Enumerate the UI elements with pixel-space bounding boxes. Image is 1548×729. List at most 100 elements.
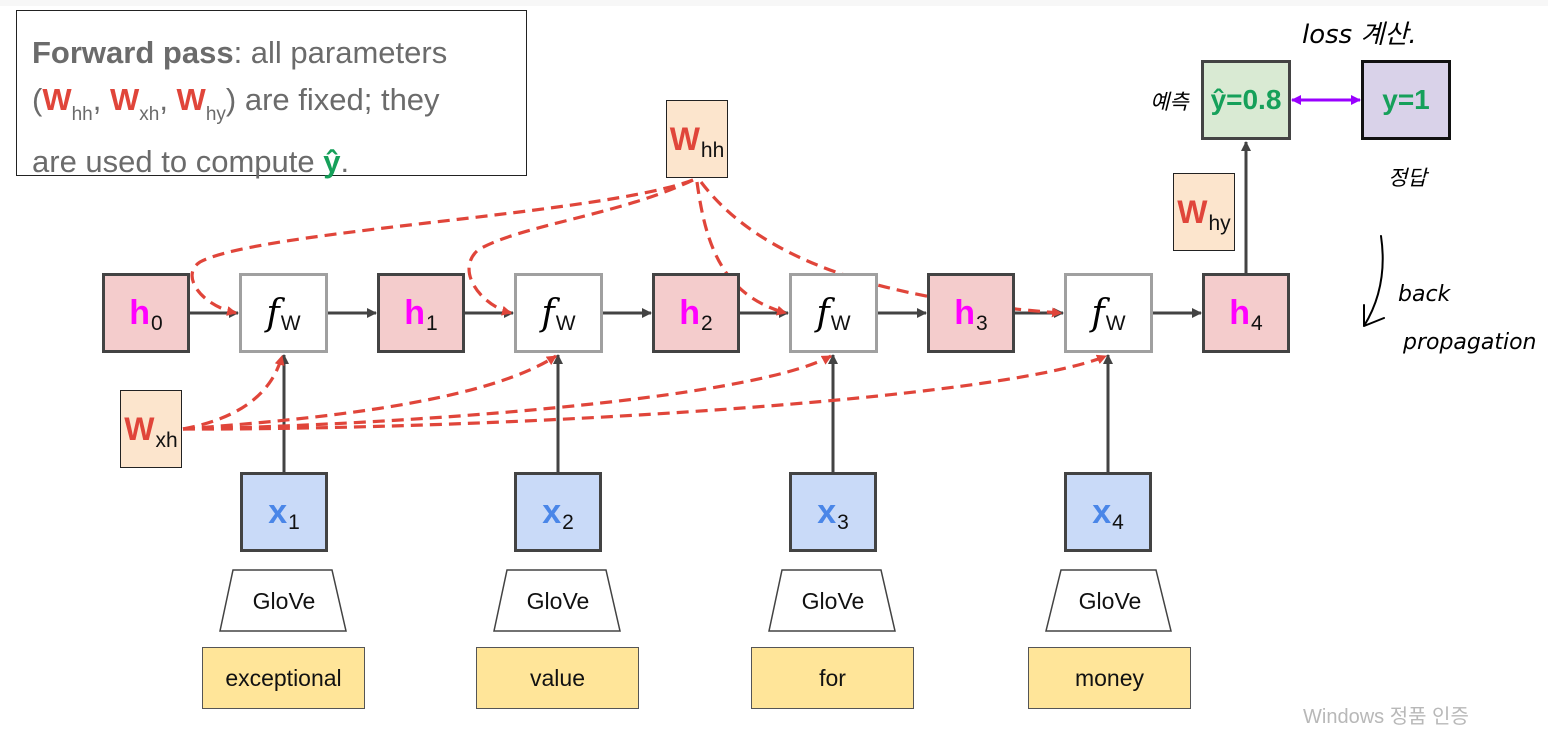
glove-label: GloVe	[801, 588, 865, 614]
glove-label: GloVe	[526, 588, 590, 614]
glove-label: GloVe	[252, 588, 316, 614]
word-token-1: exceptional	[202, 647, 365, 709]
x-label: x	[268, 492, 288, 531]
diagram-wires	[182, 95, 1385, 632]
note-paren: (	[32, 82, 43, 117]
handwritten-loss-note: loss 계산.	[1302, 20, 1417, 50]
note-line-1: Forward pass: all parameters	[32, 29, 526, 76]
glove-shape-2	[493, 569, 621, 632]
w-sub: hh	[700, 139, 725, 162]
glove-embedding-2: GloVe	[494, 570, 622, 632]
note-sep: ,	[159, 82, 177, 117]
cell-sub: W	[280, 312, 301, 335]
x-label: x	[817, 492, 837, 531]
word-token-4: money	[1028, 647, 1191, 709]
w-sub: xh	[155, 429, 178, 452]
cell-sub: W	[555, 312, 576, 335]
note-line-2: (Whh, Wxh, Why) are fixed; they	[32, 76, 526, 138]
x-sub: 2	[562, 511, 574, 534]
prediction-box: ŷ=0.8	[1201, 60, 1291, 140]
x-label: x	[1092, 492, 1112, 531]
w-sub: hy	[1208, 212, 1231, 235]
word-label: for	[819, 664, 846, 691]
w-label: W	[124, 410, 155, 447]
prediction-value: ŷ=0.8	[1210, 84, 1282, 115]
handwritten-backprop-line2: propagation	[1403, 330, 1537, 355]
backprop-arrow-icon	[1363, 235, 1385, 327]
h-label: h	[1229, 293, 1251, 332]
x-sub: 4	[1112, 511, 1124, 534]
h-sub: 1	[426, 312, 438, 335]
wxh-to-f3	[182, 354, 832, 431]
note-bold-title: Forward pass	[32, 35, 234, 70]
w-label: W	[1177, 193, 1208, 230]
whh-to-f2	[467, 178, 694, 316]
h-sub: 4	[1251, 312, 1263, 335]
note-w-hy: W	[176, 82, 206, 117]
note-line-3: are used to compute ŷ.	[32, 138, 526, 185]
note-text-2: ) are fixed; they	[225, 82, 440, 117]
x-sub: 3	[837, 511, 849, 534]
cell-sub: W	[830, 312, 851, 335]
glove-shape-4	[1045, 569, 1172, 632]
target-value: y=1	[1382, 84, 1430, 115]
top-strip	[0, 0, 1548, 6]
h-sub: 0	[151, 312, 163, 335]
word-token-3: for	[751, 647, 914, 709]
cell-label: f	[1091, 292, 1105, 334]
note-w-hh-sub: hh	[71, 104, 93, 125]
note-w-hy-sub: hy	[205, 104, 226, 125]
h-label: h	[679, 293, 701, 332]
cell-label: f	[541, 292, 555, 334]
note-period: .	[340, 144, 350, 179]
note-w-xh: W	[109, 82, 140, 117]
forward-pass-note: Forward pass: all parameters (Whh, Wxh, …	[16, 10, 527, 179]
windows-activation-watermark: Windows 정품 인증	[1303, 706, 1469, 728]
h-sub: 3	[976, 312, 988, 335]
glove-label: GloVe	[1078, 588, 1142, 614]
word-label: money	[1074, 664, 1145, 691]
x-sub: 1	[288, 511, 300, 534]
note-yhat: ŷ	[323, 144, 341, 179]
word-token-2: value	[476, 647, 639, 709]
target-box: y=1	[1361, 60, 1451, 140]
handwritten-prediction-note: 예측	[1150, 90, 1189, 114]
cell-label: f	[816, 292, 830, 334]
glove-shape-3	[768, 569, 896, 632]
whh-to-f1	[190, 178, 694, 316]
handwritten-backprop-line1: back	[1398, 282, 1451, 307]
h-label: h	[129, 293, 151, 332]
glove-embedding-3: GloVe	[769, 570, 897, 632]
note-sep: ,	[92, 82, 110, 117]
cell-label: f	[266, 292, 280, 334]
h-label: h	[954, 293, 976, 332]
word-label: value	[530, 664, 585, 691]
whh-to-f3	[695, 181, 787, 316]
note-w-hh: W	[42, 82, 72, 117]
glove-embedding-4: GloVe	[1046, 570, 1174, 632]
x-label: x	[542, 492, 562, 531]
wxh-to-f4	[182, 354, 1107, 431]
wxh-to-f1	[182, 355, 285, 431]
handwritten-answer-note: 정답	[1388, 166, 1427, 190]
w-label: W	[669, 120, 700, 157]
note-text-1: : all parameters	[233, 35, 448, 70]
cell-sub: W	[1105, 312, 1126, 335]
note-text-3: are used to compute	[32, 144, 324, 179]
